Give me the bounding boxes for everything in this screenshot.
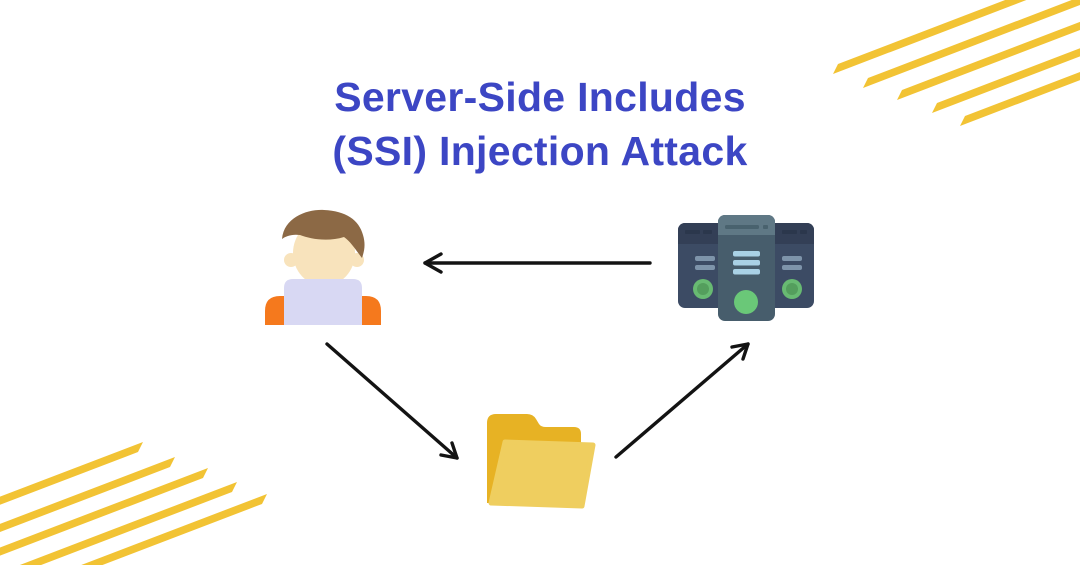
title-line-1: Server-Side Includes — [334, 74, 746, 120]
server-tower-center — [718, 215, 775, 321]
stripe — [19, 482, 237, 565]
status-light — [734, 290, 758, 314]
hair — [282, 209, 365, 258]
stripe — [0, 457, 175, 533]
arrow-user-to-folder — [325, 342, 459, 460]
folder-front — [488, 439, 596, 509]
left-arm — [265, 296, 284, 325]
open-folder-icon — [487, 414, 596, 509]
stripe — [833, 0, 1027, 74]
arrow-folder-to-server — [614, 342, 750, 459]
laptop — [284, 279, 362, 325]
server-stack-icon — [678, 215, 814, 321]
stripe — [0, 442, 143, 505]
stripes-bottom-left — [0, 442, 267, 565]
arrow-server-to-user — [423, 252, 652, 274]
title-line-2: (SSI) Injection Attack — [332, 128, 748, 174]
stripe — [81, 494, 267, 565]
right-arm — [362, 296, 381, 325]
page-title: Server-Side Includes (SSI) Injection Att… — [0, 70, 1080, 178]
stripe — [0, 468, 208, 556]
user-at-laptop-icon — [265, 209, 381, 325]
